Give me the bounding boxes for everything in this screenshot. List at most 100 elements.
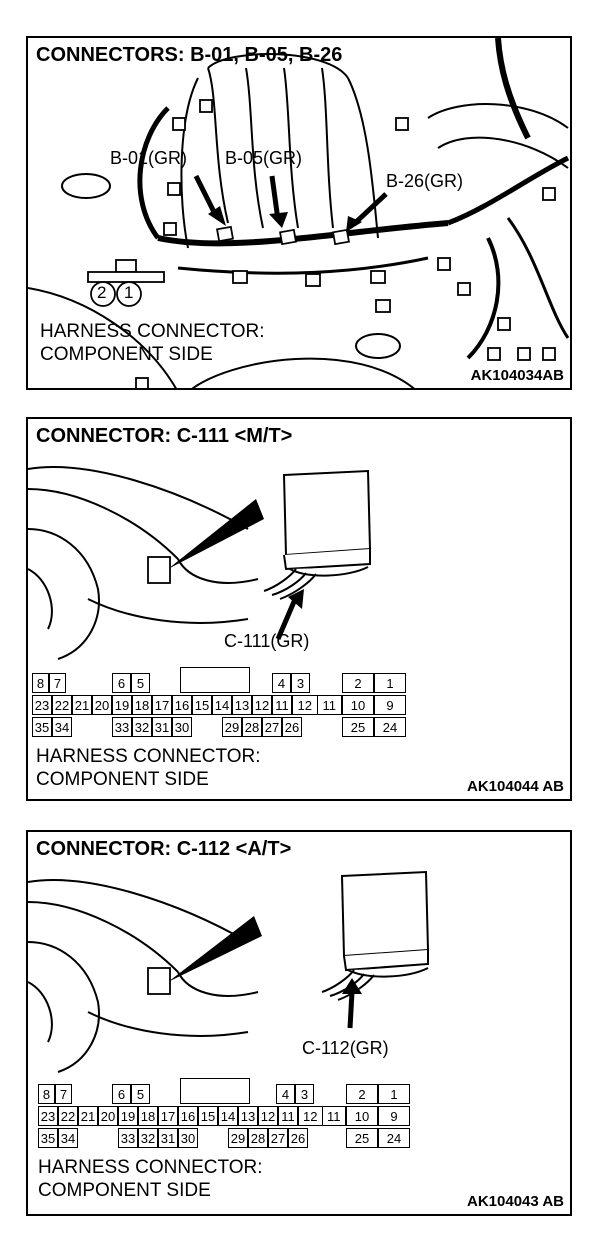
pin: 5 xyxy=(131,1084,150,1104)
pin: 23 xyxy=(32,695,52,715)
caption-line: COMPONENT SIDE xyxy=(40,344,213,365)
pin: 21 xyxy=(78,1106,98,1126)
figure-code: AK104043 AB xyxy=(467,1193,564,1210)
pin: 19 xyxy=(112,695,132,715)
caption-line: HARNESS CONNECTOR: xyxy=(40,321,265,342)
pin: 1 xyxy=(378,1084,410,1104)
panel-c111-connector: CONNECTOR: C-111 <M/T> C-111(GR) 8 7 6 5… xyxy=(26,417,572,801)
blank-cavity xyxy=(180,1078,250,1104)
pin: 27 xyxy=(268,1128,288,1148)
pin: 28 xyxy=(242,717,262,737)
pin: 5 xyxy=(131,673,150,693)
pin: 25 xyxy=(342,717,374,737)
pin: 31 xyxy=(158,1128,178,1148)
pin: 30 xyxy=(178,1128,198,1148)
pin: 17 xyxy=(158,1106,178,1126)
caption-line: HARNESS CONNECTOR: xyxy=(36,746,261,767)
pin: 27 xyxy=(262,717,282,737)
pin: 24 xyxy=(378,1128,410,1148)
pin: 13 xyxy=(232,695,252,715)
pin: 12 xyxy=(252,695,272,715)
pin: 34 xyxy=(52,717,72,737)
figure-code: AK104034AB xyxy=(470,367,564,384)
pin: 11 xyxy=(327,1108,341,1124)
pin: 1 xyxy=(374,673,406,693)
pin: 17 xyxy=(152,695,172,715)
pin-number: 2 xyxy=(97,283,107,302)
pin: 8 xyxy=(38,1084,55,1104)
pin: 11 xyxy=(272,695,292,715)
pin: 3 xyxy=(291,673,310,693)
pin: 26 xyxy=(288,1128,308,1148)
figure-code: AK104044 AB xyxy=(467,778,564,795)
callout-b26: B-26(GR) xyxy=(386,171,464,191)
panel-b-connectors: CONNECTORS: B-01, B-05, B-26 B-01(GR) B-… xyxy=(26,36,572,390)
callout-c111: C-111(GR) xyxy=(224,631,310,651)
pin: 24 xyxy=(374,717,406,737)
pin: 33 xyxy=(118,1128,138,1148)
caption: HARNESS CONNECTOR: COMPONENT SIDE xyxy=(38,1156,263,1202)
pin: 8 xyxy=(32,673,49,693)
panel-title: CONNECTORS: B-01, B-05, B-26 xyxy=(36,44,343,66)
pin: 9 xyxy=(374,695,406,715)
pin: 11 xyxy=(322,697,337,713)
panel-title: CONNECTOR: C-111 <M/T> xyxy=(36,425,293,447)
pin: 29 xyxy=(222,717,242,737)
pin: 4 xyxy=(276,1084,295,1104)
pin: 35 xyxy=(32,717,52,737)
callout-c112: C-112(GR) xyxy=(302,1038,389,1058)
pin: 22 xyxy=(52,695,72,715)
pin: 22 xyxy=(58,1106,78,1126)
blank-cavity xyxy=(180,667,250,693)
pin: 31 xyxy=(152,717,172,737)
caption-line: HARNESS CONNECTOR: xyxy=(38,1157,263,1178)
pin: 2 xyxy=(346,1084,378,1104)
pin-gap-fill: 12 11 xyxy=(292,695,342,715)
pin: 6 xyxy=(112,1084,131,1104)
pin: 12 xyxy=(258,1106,278,1126)
pin: 18 xyxy=(132,695,152,715)
pin: 13 xyxy=(238,1106,258,1126)
pin: 7 xyxy=(55,1084,72,1104)
pin: 10 xyxy=(342,695,374,715)
caption: HARNESS CONNECTOR: COMPONENT SIDE xyxy=(40,320,265,366)
pin: 23 xyxy=(38,1106,58,1126)
pin: 33 xyxy=(112,717,132,737)
pin: 2 xyxy=(342,673,374,693)
pin: 32 xyxy=(132,717,152,737)
pin: 16 xyxy=(178,1106,198,1126)
pin: 18 xyxy=(138,1106,158,1126)
pin: 32 xyxy=(138,1128,158,1148)
pin: 15 xyxy=(192,695,212,715)
pin: 19 xyxy=(118,1106,138,1126)
callout-b01: B-01(GR) xyxy=(110,148,188,168)
pin-gap-fill: 12 11 xyxy=(298,1106,346,1126)
pin: 16 xyxy=(172,695,192,715)
caption-line: COMPONENT SIDE xyxy=(38,1180,211,1201)
pin: 25 xyxy=(346,1128,378,1148)
engine-bay-illustration xyxy=(28,38,570,388)
panel-c112-connector: CONNECTOR: C-112 <A/T> C-112(GR) 8 7 6 5… xyxy=(26,830,572,1216)
pin: 10 xyxy=(346,1106,378,1126)
pin: 14 xyxy=(212,695,232,715)
pin: 12 xyxy=(299,1107,323,1125)
pin: 29 xyxy=(228,1128,248,1148)
pin: 11 xyxy=(278,1106,298,1126)
pin-number: 1 xyxy=(124,283,134,302)
callout-b05: B-05(GR) xyxy=(225,148,303,168)
pin: 9 xyxy=(378,1106,410,1126)
pin: 20 xyxy=(98,1106,118,1126)
pin: 21 xyxy=(72,695,92,715)
pin: 35 xyxy=(38,1128,58,1148)
caption-line: COMPONENT SIDE xyxy=(36,769,209,790)
dashboard-illustration xyxy=(28,466,372,660)
pin: 26 xyxy=(282,717,302,737)
pin: 4 xyxy=(272,673,291,693)
pin: 34 xyxy=(58,1128,78,1148)
pin: 7 xyxy=(49,673,66,693)
pin: 3 xyxy=(295,1084,314,1104)
pin: 12 xyxy=(293,696,318,714)
pin: 6 xyxy=(112,673,131,693)
pin: 30 xyxy=(172,717,192,737)
panel-title: CONNECTOR: C-112 <A/T> xyxy=(36,838,292,860)
